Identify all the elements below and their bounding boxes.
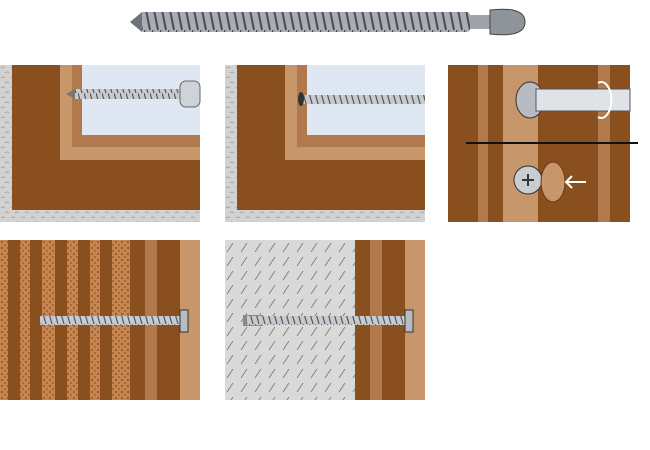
panel-insert-screw (225, 65, 425, 222)
panel-brick-wall (0, 240, 200, 400)
screw-icon (298, 92, 425, 106)
brick-wall-icon (40, 309, 189, 333)
concrete-wall-icon (243, 309, 414, 333)
panel-concrete-wall (225, 240, 425, 400)
panel-tighten-and-cap (448, 65, 638, 222)
panel-drill-hole (0, 65, 201, 222)
drill-bit-icon (66, 80, 201, 108)
screwdriver-rotate-icon (515, 81, 631, 119)
screw-product-image (130, 8, 526, 36)
cover-cap-icon (513, 161, 586, 203)
